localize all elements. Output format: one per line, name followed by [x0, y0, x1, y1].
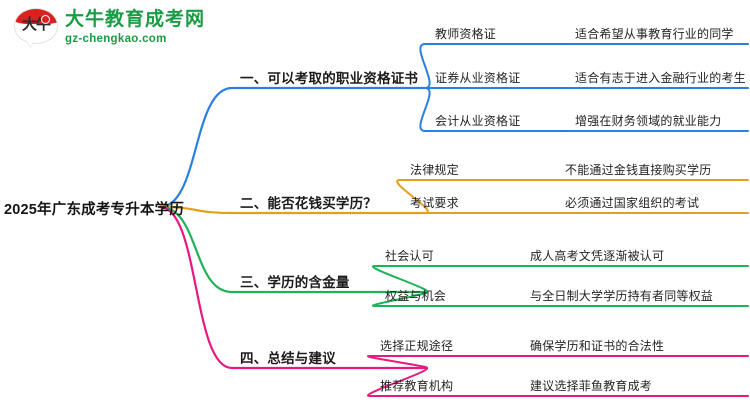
sub-node-label[interactable]: 证券从业资格证: [435, 71, 521, 85]
logo-dot-icon: [41, 15, 50, 24]
sub-node-label[interactable]: 推荐教育机构: [380, 379, 454, 393]
sub-node-label[interactable]: 社会认可: [385, 249, 434, 263]
logo-brand-name: 大牛教育成考网: [65, 8, 206, 30]
logo-bubble-icon: 大牛: [14, 8, 58, 48]
leaf-node-label[interactable]: 必须通过国家组织的考试: [565, 196, 700, 210]
leaf-node-label[interactable]: 增强在财务领域的就业能力: [575, 114, 722, 128]
leaf-node-label[interactable]: 与全日制大学学历持有者同等权益: [530, 289, 714, 303]
site-logo[interactable]: 大牛 大牛教育成考网 gz-chengkao.com: [14, 8, 205, 48]
sub-node-label[interactable]: 会计从业资格证: [435, 114, 521, 128]
sub-node-label[interactable]: 法律规定: [410, 163, 459, 177]
leaf-node-label[interactable]: 适合希望从事教育行业的同学: [575, 27, 734, 41]
leaf-node-label[interactable]: 确保学历和证书的合法性: [530, 339, 665, 353]
leaf-node-label[interactable]: 不能通过金钱直接购买学历: [565, 163, 712, 177]
sub-node-label[interactable]: 权益与机会: [385, 289, 447, 303]
branch-label[interactable]: 四、总结与建议: [240, 351, 336, 366]
leaf-node-label[interactable]: 成人高考文凭逐渐被认可: [530, 249, 665, 263]
sub-node-label[interactable]: 选择正规途径: [380, 339, 454, 353]
sub-node-label[interactable]: 考试要求: [410, 196, 459, 210]
branch-label[interactable]: 一、可以考取的职业资格证书: [240, 71, 419, 86]
branch-label[interactable]: 三、学历的含金量: [240, 275, 350, 290]
leaf-node-label[interactable]: 建议选择菲鱼教育成考: [530, 379, 653, 393]
sub-node-label[interactable]: 教师资格证: [435, 27, 497, 41]
logo-site-url: gz-chengkao.com: [65, 32, 167, 45]
branch-label[interactable]: 二、能否花钱买学历？: [240, 196, 377, 211]
leaf-node-label[interactable]: 适合有志于进入金融行业的考生: [575, 71, 746, 85]
logo-mark-text: 大牛: [21, 16, 51, 33]
root-label[interactable]: 2025年广东成考专升本学历: [4, 202, 185, 218]
